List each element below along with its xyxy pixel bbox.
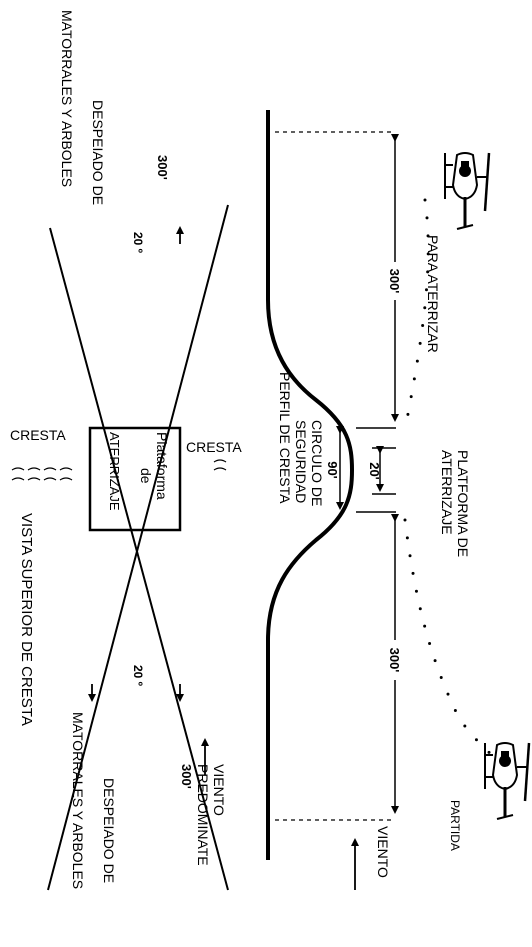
approach-path [403,198,430,432]
departure-label: PARTIDA [448,800,462,851]
departure-path [403,518,502,762]
ridge-profile-label: PERFIL DE CRESTA [277,372,293,504]
pad-line2: de [138,468,154,484]
wind-top-view-line3: 300' [179,764,194,789]
clearing-bottom-line1: DESPEIADO DE [101,778,117,883]
dist-300-top-view-label: 300' [155,155,170,180]
safety-circle-line1: CIRCULO DE [309,420,325,506]
helicopter-landing-icon [443,151,491,231]
angle-right-label: 20 º [131,665,145,687]
clearing-line-b [47,204,229,891]
top-view-caption: VISTA SUPERIOR DE CRESTA [18,513,35,726]
dist-90-label: 90' [325,461,340,479]
clearing-bottom-line2: MATORRALES Y ARBOLES [70,712,86,889]
landing-pad-line1: PLATFORMA DE [455,450,471,557]
wind-top-view-line1: VIENTO [211,764,227,816]
ridge-label-left: CRESTA [10,427,66,443]
to-land-label: PARA ATERRIZAR [425,235,441,353]
wind-top-view-line2: PREDOMINATE [195,764,211,866]
ridge-profile-curve [266,110,355,860]
clearing-line-a [49,227,229,891]
dist-300-bottom-label: 300' [387,648,402,673]
pad-line1: Plataforma [154,432,170,500]
clearing-top-line2: MATORRALES Y ARBOLES [59,10,75,187]
dist-300-top-label: 300' [387,269,402,294]
dist-20-label: 20' [367,462,382,480]
ridge-label-right: CRESTA [186,439,242,455]
wind-label-profile: VIENTO [375,826,391,878]
landing-pad-box [88,426,182,532]
clearing-top-line1: DESPEIADO DE [90,100,106,205]
pad-line3: ATERRIZAJE [107,432,122,511]
safety-circle-line2: SEGURIDAD [293,420,309,503]
landing-pad-line2: ATERRIZAJE [439,450,455,535]
helicopter-departure-icon [483,741,531,821]
angle-left-label: 20 º [131,232,145,254]
